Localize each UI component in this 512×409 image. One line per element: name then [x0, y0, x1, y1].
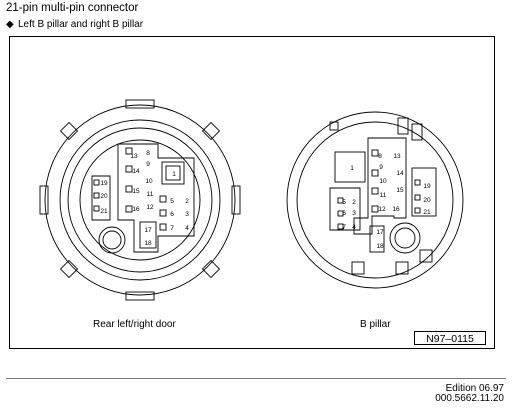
door-pin-13: 13 [130, 153, 138, 160]
subtitle-text: Left B pillar and right B pillar [18, 19, 144, 30]
door-pin-5: 5 [170, 198, 174, 205]
subtitle: ◆ Left B pillar and right B pillar [6, 19, 143, 30]
footer-rule [6, 378, 506, 379]
page-title: 21-pin multi-pin connector [6, 2, 139, 14]
pillar-pin-19: 19 [423, 183, 431, 190]
pillar-pin-12: 12 [378, 206, 386, 213]
pillar-pin-6: 6 [342, 210, 346, 217]
door-connector-caption: Rear left/right door [93, 319, 176, 330]
pillar-pin-17: 17 [376, 229, 384, 236]
pillar-pin-5: 5 [342, 199, 346, 206]
door-pin-6: 6 [170, 211, 174, 218]
pillar-pin-4: 4 [352, 224, 356, 231]
pillar-pin-1: 1 [350, 165, 354, 172]
pillar-pin-15: 15 [396, 187, 404, 194]
pillar-pin-13: 13 [393, 153, 401, 160]
door-pin-3: 3 [185, 211, 189, 218]
part-number: 000.5662.11.20 [435, 393, 504, 404]
door-pin-14: 14 [132, 168, 140, 175]
door-pin-17: 17 [144, 227, 152, 234]
door-connector-body [39, 99, 241, 301]
door-pin-labels: 1 2 3 4 5 6 7 8 9 10 11 12 13 14 15 16 1… [100, 150, 189, 247]
pillar-pin-labels: 1 2 3 4 5 6 7 8 9 10 11 12 13 14 15 16 1… [342, 153, 431, 250]
door-pin-20: 20 [100, 193, 108, 200]
door-pin-12: 12 [146, 204, 154, 211]
door-pin-10: 10 [145, 178, 153, 185]
pillar-connector-caption: B pillar [360, 319, 391, 330]
diagram-frame [9, 36, 495, 349]
pillar-pin-10: 10 [379, 178, 387, 185]
door-pin-19: 19 [100, 180, 108, 187]
figure-number: N97–0115 [414, 331, 486, 345]
footer: Edition 06.97 000.5662.11.20 [435, 384, 504, 404]
door-pin-16: 16 [132, 206, 140, 213]
pillar-pin-14: 14 [396, 170, 404, 177]
pillar-pin-2: 2 [352, 199, 356, 206]
door-pin-9: 9 [146, 161, 150, 168]
pillar-pin-7: 7 [342, 224, 346, 231]
pillar-pin-9: 9 [379, 164, 383, 171]
door-pin-11: 11 [147, 191, 154, 198]
door-pin-21: 21 [100, 208, 108, 215]
pillar-connector-body [286, 111, 464, 289]
door-pin-8: 8 [146, 150, 150, 157]
pillar-pin-20: 20 [423, 197, 431, 204]
pillar-pin-8: 8 [378, 153, 382, 160]
door-pin-7: 7 [170, 225, 174, 232]
diamond-bullet-icon: ◆ [6, 19, 14, 30]
door-pin-4: 4 [185, 225, 189, 232]
door-pin-2: 2 [185, 198, 189, 205]
pillar-pin-11: 11 [380, 192, 387, 199]
pillar-pin-18: 18 [376, 243, 384, 250]
pillar-pin-3: 3 [352, 210, 356, 217]
door-pin-15: 15 [132, 188, 140, 195]
door-pin-1: 1 [172, 171, 176, 178]
door-pin-18: 18 [144, 240, 152, 247]
pillar-pin-21: 21 [423, 209, 431, 216]
pillar-pin-16: 16 [392, 206, 400, 213]
edition: Edition 06.97 [445, 383, 504, 394]
